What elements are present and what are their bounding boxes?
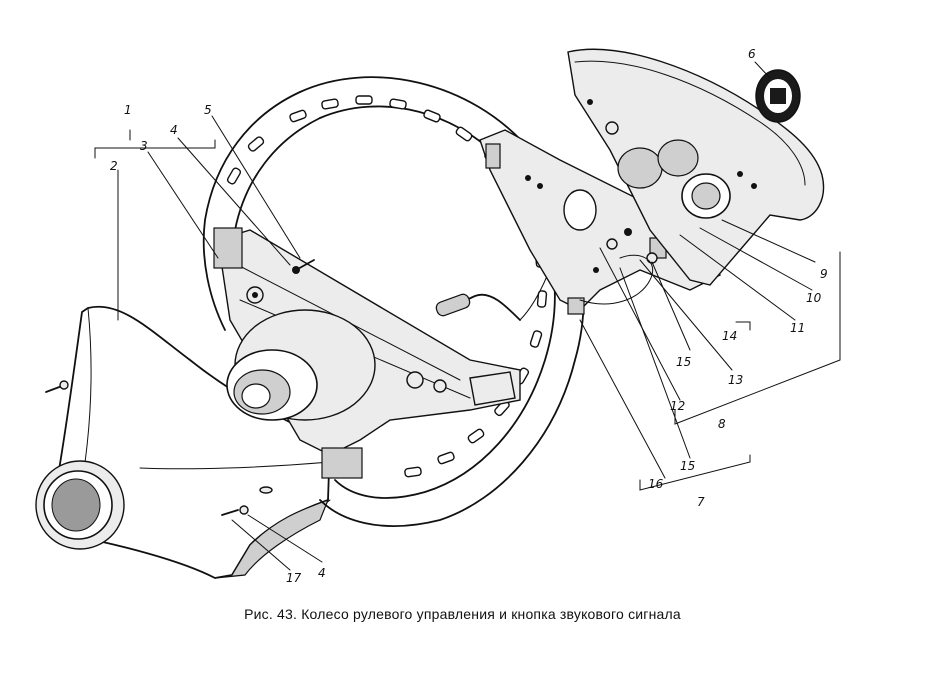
screw-5 [292, 259, 315, 274]
label-6: 6 [748, 47, 756, 61]
label-1: 1 [124, 103, 132, 117]
label-4-top: 4 [170, 123, 178, 137]
part-labels: 1 2 3 4 5 6 7 8 9 10 11 12 13 14 15 15 1… [110, 47, 828, 585]
label-10: 10 [806, 291, 822, 305]
figure-caption: Рис. 43. Колесо рулевого управления и кн… [244, 606, 681, 622]
wheel-spokes [213, 227, 521, 479]
label-15-lower: 15 [680, 459, 695, 473]
label-8: 8 [718, 417, 726, 431]
label-14: 14 [722, 329, 737, 343]
label-2: 2 [110, 159, 118, 173]
leader-lines [94, 61, 841, 571]
label-9: 9 [820, 267, 828, 281]
horn-pad [567, 48, 825, 286]
label-16: 16 [648, 477, 664, 491]
label-3: 3 [140, 139, 148, 153]
label-15-upper: 15 [676, 355, 691, 369]
label-11: 11 [790, 321, 805, 335]
label-4-bottom: 4 [318, 566, 326, 580]
label-7: 7 [697, 495, 705, 509]
label-17: 17 [286, 571, 302, 585]
column-shroud [35, 305, 331, 579]
label-5: 5 [204, 103, 212, 117]
label-13: 13 [728, 373, 743, 387]
contact-plate [479, 129, 722, 315]
label-12: 12 [670, 399, 685, 413]
emblem [755, 69, 801, 123]
